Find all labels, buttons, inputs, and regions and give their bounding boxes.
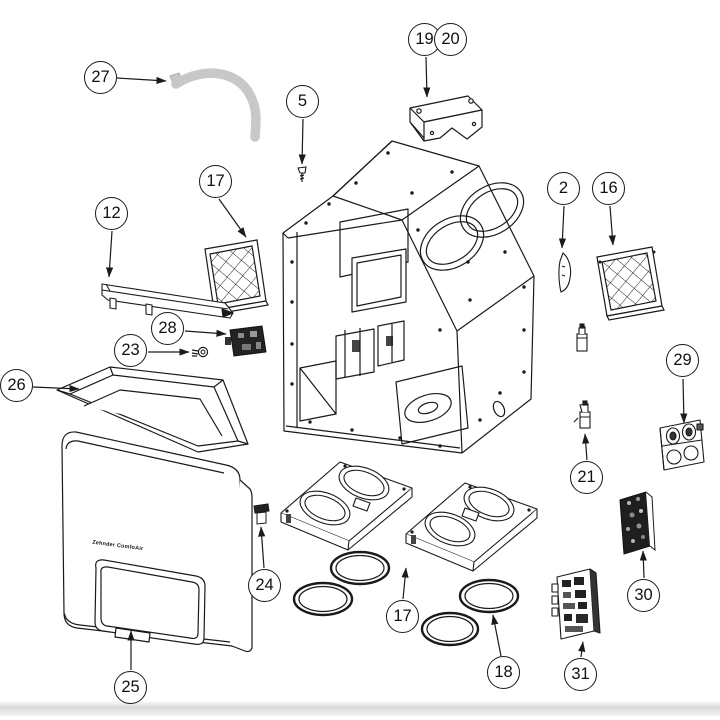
callout-27: 27 bbox=[84, 61, 117, 94]
main-unit-cabinet bbox=[282, 140, 535, 454]
screw-dots bbox=[290, 151, 526, 448]
ring-1 bbox=[329, 550, 391, 586]
callout-31: 31 bbox=[564, 658, 597, 691]
grommet bbox=[253, 503, 270, 525]
screw-part5 bbox=[297, 166, 307, 182]
ring-2 bbox=[292, 581, 354, 617]
pcb-fan-controller bbox=[619, 491, 656, 555]
mounting-bracket bbox=[409, 95, 483, 142]
callout-26: 26 bbox=[0, 369, 33, 402]
ring-4 bbox=[420, 611, 480, 647]
callout-18: 18 bbox=[487, 656, 520, 689]
callout-12: 12 bbox=[95, 197, 128, 230]
top-cover bbox=[56, 366, 249, 453]
callout-25: 25 bbox=[114, 671, 147, 704]
callout-16: 16 bbox=[592, 172, 625, 205]
rail-bracket bbox=[101, 283, 234, 319]
ring-3 bbox=[458, 578, 520, 614]
callout-23: 23 bbox=[114, 334, 147, 367]
callout-2: 2 bbox=[547, 172, 580, 205]
callout-30: 30 bbox=[627, 579, 660, 612]
filter-mesh-left bbox=[204, 239, 269, 315]
sensor-cylinder bbox=[576, 323, 588, 352]
callout-5: 5 bbox=[286, 85, 319, 118]
pcb-small bbox=[225, 325, 267, 357]
filter-tray-b bbox=[405, 482, 538, 572]
bottom-shadow-band bbox=[0, 701, 720, 716]
callout-17-upper: 17 bbox=[199, 165, 232, 198]
leader-lines bbox=[32, 56, 688, 670]
drain-hose bbox=[169, 68, 261, 142]
sensor-part21 bbox=[573, 400, 591, 429]
callout-29: 29 bbox=[666, 344, 699, 377]
callout-17-lower: 17 bbox=[386, 600, 419, 633]
callout-24: 24 bbox=[248, 569, 281, 602]
callout-21: 21 bbox=[570, 461, 603, 494]
filter-tray-a bbox=[280, 461, 413, 551]
filter-mesh-right bbox=[596, 246, 665, 321]
clip-blade bbox=[558, 252, 572, 293]
pcb-control-board bbox=[551, 568, 601, 640]
callout-20: 20 bbox=[434, 23, 467, 56]
screw-part23 bbox=[191, 346, 209, 358]
front-door-panel bbox=[61, 431, 253, 653]
sealing-rings bbox=[292, 550, 520, 647]
callout-28: 28 bbox=[151, 312, 184, 345]
valve-block bbox=[659, 419, 705, 471]
